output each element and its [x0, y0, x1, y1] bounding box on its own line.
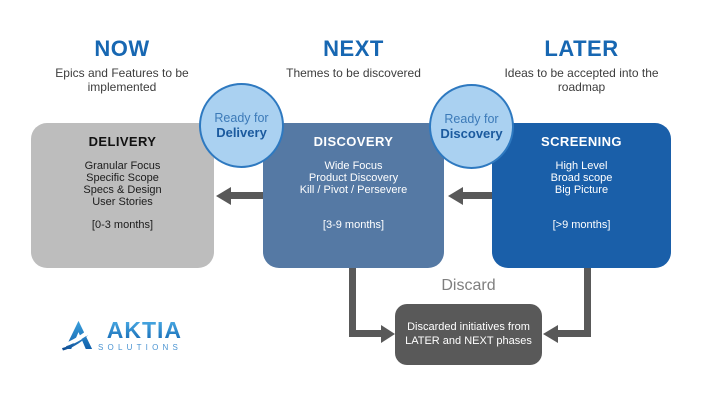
delivery-item: Specs & Design	[83, 184, 162, 196]
discard-box-line1: Discarded initiatives from	[407, 321, 530, 333]
delivery-item: Specific Scope	[86, 172, 159, 184]
phase-subtitle-next: Themes to be discovered	[253, 66, 454, 80]
aktia-mountain-icon	[62, 318, 95, 356]
phase-header-now: NOW	[94, 36, 150, 61]
arrow-left-icon	[448, 187, 463, 205]
discard-box: Discarded initiatives from LATER and NEX…	[395, 304, 542, 365]
badge-line1: Ready for	[444, 112, 499, 126]
arrow-discovery-to-discard-horizontal	[349, 330, 381, 337]
delivery-box: DELIVERY Granular Focus Specific Scope S…	[31, 123, 214, 268]
phase-subtitle-now-line1: Epics and Features to be	[55, 66, 189, 80]
screening-timeframe: [>9 months]	[552, 219, 611, 231]
discovery-box-title: DISCOVERY	[313, 134, 394, 149]
screening-item: Big Picture	[554, 184, 609, 196]
delivery-box-title: DELIVERY	[88, 134, 157, 149]
aktia-logo: AKTIA SOLUTIONS	[62, 318, 182, 356]
screening-box: SCREENING High Level Broad scope Big Pic…	[492, 123, 671, 268]
badge-line1: Ready for	[214, 111, 269, 125]
ready-for-discovery-badge: Ready for Discovery	[429, 84, 514, 169]
phase-subtitle-later-line2: roadmap	[557, 80, 606, 94]
phase-subtitle-later-line1: Ideas to be accepted into the	[504, 66, 659, 80]
arrow-discovery-to-delivery-shaft	[231, 192, 263, 199]
discovery-box-items: Wide Focus Product Discovery Kill / Pivo…	[263, 160, 444, 196]
screening-item: Broad scope	[550, 172, 613, 184]
discovery-item: Wide Focus	[324, 160, 383, 172]
arrow-discovery-to-discard-vertical	[349, 268, 356, 337]
phase-subtitle-now: Epics and Features to be implemented	[22, 66, 222, 94]
phase-subtitle-later: Ideas to be accepted into the roadmap	[482, 66, 681, 94]
phase-subtitle-next-line1: Themes to be discovered	[286, 66, 421, 80]
discovery-timeframe: [3-9 months]	[322, 219, 385, 231]
badge-line2: Discovery	[440, 126, 503, 141]
arrow-screening-to-discard-horizontal	[557, 330, 591, 337]
screening-box-items: High Level Broad scope Big Picture	[492, 160, 671, 196]
arrow-screening-to-discovery-shaft	[463, 192, 492, 199]
arrow-screening-to-discard-vertical	[584, 268, 591, 337]
badge-line2: Delivery	[216, 125, 267, 140]
delivery-item: User Stories	[92, 196, 153, 208]
delivery-timeframe: [0-3 months]	[91, 219, 154, 231]
screening-item: High Level	[555, 160, 608, 172]
logo-brand-text: AKTIA	[106, 317, 183, 343]
discard-label: Discard	[441, 277, 496, 294]
delivery-box-items: Granular Focus Specific Scope Specs & De…	[31, 160, 214, 208]
ready-for-delivery-badge: Ready for Delivery	[199, 83, 284, 168]
arrow-right-icon	[381, 325, 395, 343]
arrow-left-icon	[543, 325, 558, 343]
phase-header-later: LATER	[544, 36, 619, 61]
logo-tagline-text: SOLUTIONS	[98, 343, 183, 352]
discovery-item: Kill / Pivot / Persevere	[299, 184, 408, 196]
phase-header-next: NEXT	[323, 36, 384, 61]
discard-box-line2: LATER and NEXT phases	[405, 335, 532, 347]
screening-box-title: SCREENING	[541, 134, 622, 149]
arrow-left-icon	[216, 187, 231, 205]
discovery-item: Product Discovery	[308, 172, 399, 184]
delivery-item: Granular Focus	[84, 160, 161, 172]
discovery-box: DISCOVERY Wide Focus Product Discovery K…	[263, 123, 444, 268]
phase-subtitle-now-line2: implemented	[87, 80, 157, 94]
